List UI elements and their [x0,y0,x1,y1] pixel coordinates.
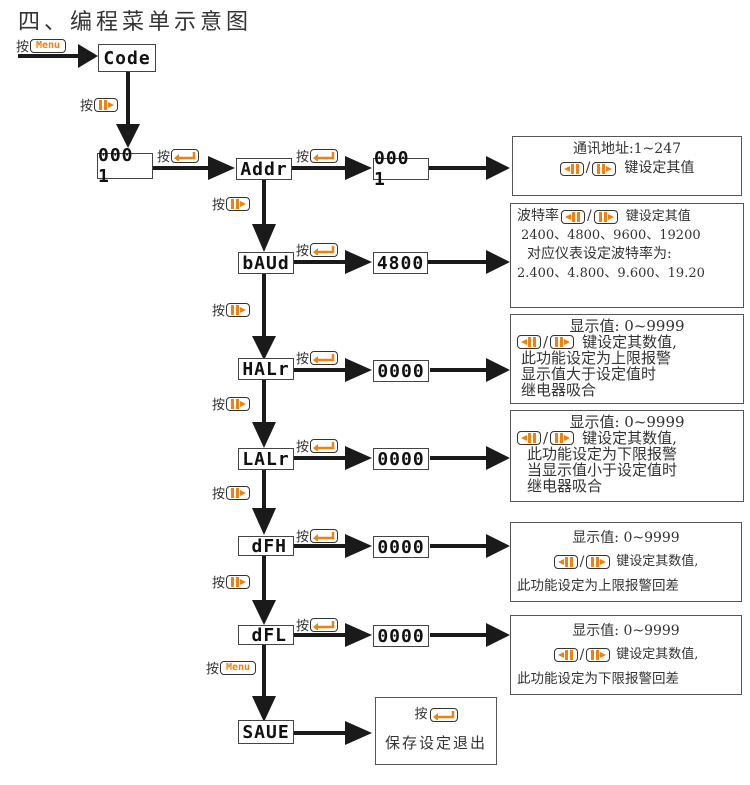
lcd-addr-value: 000 1 [373,148,429,190]
arrowhead [252,696,276,722]
press-enter-hint: 按 [296,436,339,455]
lcd-dfh-value: 0000 [373,536,429,558]
lcd-hal-value: 0000 [373,360,429,382]
menu-key-icon: Menu [30,38,67,53]
arrowhead [252,422,276,448]
enter-key-icon [310,350,339,365]
lcd-password: 000 1 [97,145,153,187]
lcd-addr: Addr [236,158,292,180]
enter-key-icon [171,148,200,163]
lcd-baud: bAUd [238,252,294,274]
desc-dfl: 显示值: 0~9999 / 键设定其数值, 此功能设定为下限报警回差 [510,615,742,695]
press-label: 按 [16,40,30,55]
enter-key-icon [310,242,339,257]
press-right-hint: 按 [212,394,251,413]
press-enter-hint: 按 [157,146,200,165]
arrowhead [486,358,510,382]
enter-key-icon [310,148,339,163]
press-enter-hint: 按 [296,526,339,545]
press-right-hint: 按 [212,300,251,319]
arrowhead [345,534,372,558]
lcd-code: Code [98,44,156,72]
page-title: 四、编程菜单示意图 [18,10,253,35]
right-shift-key-icon [550,335,575,349]
left-shift-key-icon [561,209,585,224]
press-enter-hint: 按 [296,146,339,165]
arrowhead [345,250,372,274]
left-shift-key-icon [559,161,584,176]
left-shift-key-icon [553,555,578,569]
desc-dfl-keys: / 键设定其数值, [517,643,735,667]
lcd-dfl: dFL [238,625,294,646]
desc-save: 按 保存设定退出 [375,697,497,765]
press-right-hint: 按 [212,572,251,591]
arrowhead [345,358,372,382]
right-shift-key-icon [94,97,119,112]
press-menu-hint: 按 Menu [16,36,67,55]
desc-addr: 通讯地址:1~247 / 键设定其值 [512,136,742,196]
lcd-hal: HALr [238,358,294,380]
arrowhead [345,623,372,647]
right-shift-key-icon [226,196,251,211]
desc-hal: 显示值: 0~9999 / 键设定其数值, 此功能设定为上限报警 显示值大于设定… [510,314,744,404]
arrowhead [252,600,276,625]
enter-key-icon [310,438,339,453]
desc-save-press: 按 [382,701,490,729]
left-shift-key-icon [517,431,541,445]
arrowhead [345,721,372,745]
arrowhead [78,44,98,68]
lcd-dfl-value: 0000 [373,625,429,647]
menu-key-icon: Menu [220,660,257,675]
arrowhead [486,250,510,274]
desc-hal-keys: / 键设定其数值, [517,334,737,350]
enter-key-icon [310,617,339,632]
left-shift-key-icon [517,335,541,349]
enter-key-icon [310,528,339,543]
arrowhead [486,446,510,470]
lcd-lal-value: 0000 [373,448,429,470]
press-enter-hint: 按 [296,615,339,634]
desc-baud: 波特率 / 键设定其值 2400、4800、9600、19200 对应仪表设定波… [510,203,744,308]
desc-dfh: 显示值: 0~9999 / 键设定其数值, 此功能设定为上限报警回差 [510,522,742,602]
arrowhead [252,336,276,360]
press-menu-hint: 按 Menu [206,658,257,677]
desc-addr-range: 通讯地址:1~247 [572,141,682,157]
right-shift-key-icon [226,574,251,589]
desc-dfh-keys: / 键设定其数值, [517,550,735,574]
right-shift-key-icon [226,396,251,411]
desc-lal: 显示值: 0~9999 / 键设定其数值, 此功能设定为下限报警 当显示值小于设… [510,410,744,502]
enter-key-icon [429,708,458,722]
lcd-lal: LALr [238,448,294,470]
right-shift-key-icon [550,431,575,445]
arrowhead [116,124,140,148]
lcd-save: SAUE [238,720,294,744]
arrowhead [486,534,510,558]
arrowhead [486,623,510,647]
desc-addr-keys: / 键设定其值 [519,159,735,178]
press-right-hint: 按 [80,95,119,114]
right-shift-key-icon [586,555,611,569]
arrowhead [345,446,372,470]
right-shift-key-icon [593,209,618,224]
press-enter-hint: 按 [296,348,339,367]
right-shift-key-icon [226,302,251,317]
lcd-baud-value: 4800 [373,252,428,274]
press-right-hint: 按 [212,194,251,213]
press-right-hint: 按 [212,483,251,502]
press-enter-hint: 按 [296,240,339,259]
arrowhead [345,156,372,180]
right-shift-key-icon [226,485,251,500]
arrowhead [252,508,276,535]
left-shift-key-icon [553,648,578,662]
arrowhead [208,156,235,180]
desc-baud-keys: 波特率 / 键设定其值 [517,208,691,224]
lcd-dfh: dFH [238,536,294,557]
right-shift-key-icon [592,161,617,176]
desc-lal-keys: / 键设定其数值, [517,430,737,446]
arrowhead [252,224,276,252]
arrowhead [486,156,510,180]
right-shift-key-icon [586,648,611,662]
